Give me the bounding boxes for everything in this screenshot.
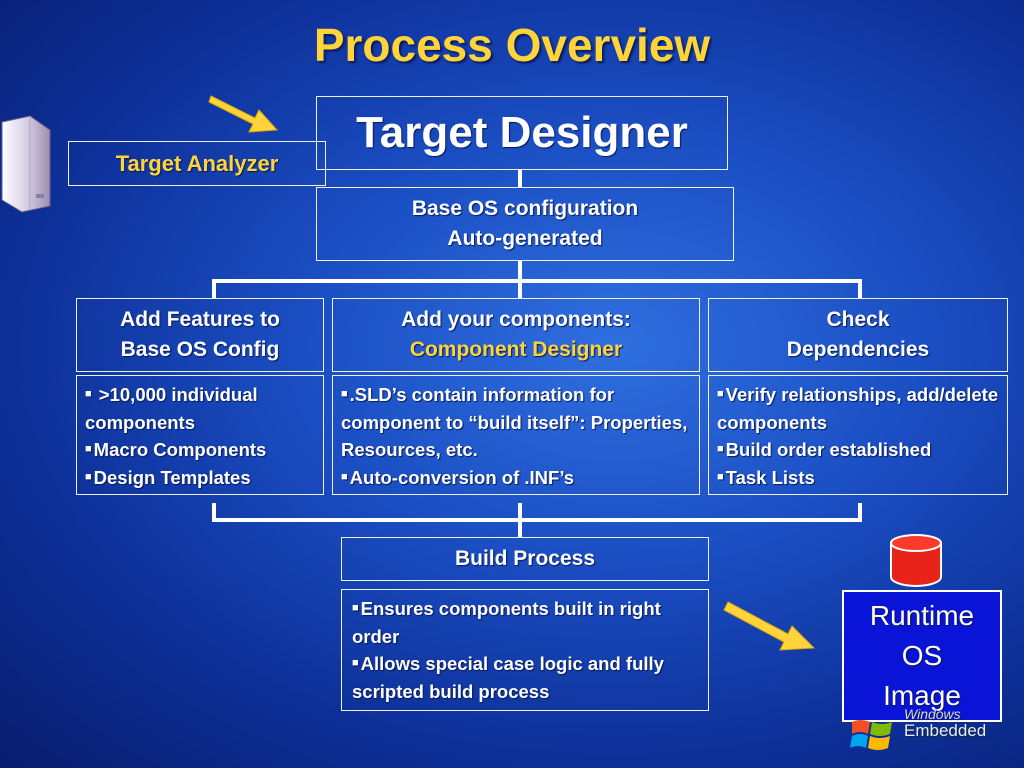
- connector-line: [858, 503, 862, 521]
- add-components-box: Add your components: Component Designer: [332, 298, 700, 372]
- database-icon: [890, 534, 942, 587]
- add-components-line1: Add your components:: [401, 308, 631, 331]
- bullet-item: ■Auto-conversion of .INF’s: [341, 466, 575, 488]
- bullet-item: ■Ensures components built in right order: [352, 598, 661, 647]
- add-components-bullets: ■.SLD’s contain information for componen…: [332, 375, 700, 495]
- bullet-item: ■Macro Components: [85, 439, 267, 460]
- bullet-item: ■Verify relationships, add/delete compon…: [717, 384, 999, 433]
- arrow-right-icon: [723, 601, 816, 651]
- bullet-item: ■Design Templates: [85, 466, 251, 488]
- build-process-bullets: ■Ensures components built in right order…: [341, 589, 709, 711]
- windows-logo-icon: [850, 720, 892, 750]
- runtime-line2: OS: [901, 640, 943, 671]
- target-analyzer-label: Target Analyzer: [115, 150, 279, 176]
- runtime-os-image-box: Runtime OS Image: [842, 590, 1002, 722]
- check-dependencies-bullets: ■Verify relationships, add/delete compon…: [708, 375, 1008, 495]
- connector-line: [212, 279, 862, 283]
- connector-line: [518, 279, 522, 298]
- runtime-line3: Image: [883, 680, 961, 711]
- windows-embedded-logo-text: Windows Embedded: [904, 706, 987, 740]
- base-os-box: Base OS configuration Auto-generated: [316, 187, 734, 261]
- connector-line: [518, 170, 522, 187]
- add-features-bullets: ■ >10,000 individual components ■Macro C…: [76, 375, 324, 495]
- computer-device-icon: [1, 115, 51, 213]
- target-designer-label: Target Designer: [356, 108, 688, 157]
- add-features-box: Add Features to Base OS Config: [76, 298, 324, 372]
- bullet-item: ■Build order established: [717, 439, 932, 460]
- arrow-right-icon: [208, 95, 279, 133]
- runtime-line1: Runtime: [869, 600, 975, 631]
- add-features-line2: Base OS Config: [120, 338, 280, 361]
- base-os-line2: Auto-generated: [447, 227, 603, 250]
- connector-line: [858, 279, 862, 298]
- component-designer-label: Component Designer: [409, 338, 623, 361]
- check-dependencies-box: Check Dependencies: [708, 298, 1008, 372]
- build-process-label: Build Process: [454, 547, 596, 570]
- add-features-line1: Add Features to: [120, 308, 280, 331]
- target-designer-box: Target Designer: [316, 96, 728, 170]
- bullet-item: ■.SLD’s contain information for componen…: [341, 384, 688, 460]
- target-analyzer-box: Target Analyzer: [68, 141, 326, 186]
- bullet-item: ■ >10,000 individual components: [85, 384, 258, 433]
- bullet-item: ■Task Lists: [717, 466, 815, 488]
- check-dependencies-line2: Dependencies: [786, 338, 930, 361]
- connector-line: [212, 518, 862, 522]
- slide-title: Process Overview: [313, 19, 711, 71]
- base-os-line1: Base OS configuration: [411, 197, 639, 220]
- bullet-item: ■Allows special case logic and fully scr…: [352, 653, 664, 702]
- connector-line: [212, 503, 216, 521]
- connector-line: [518, 261, 522, 280]
- build-process-box: Build Process: [341, 537, 709, 581]
- check-dependencies-line1: Check: [826, 308, 890, 331]
- connector-line: [212, 279, 216, 298]
